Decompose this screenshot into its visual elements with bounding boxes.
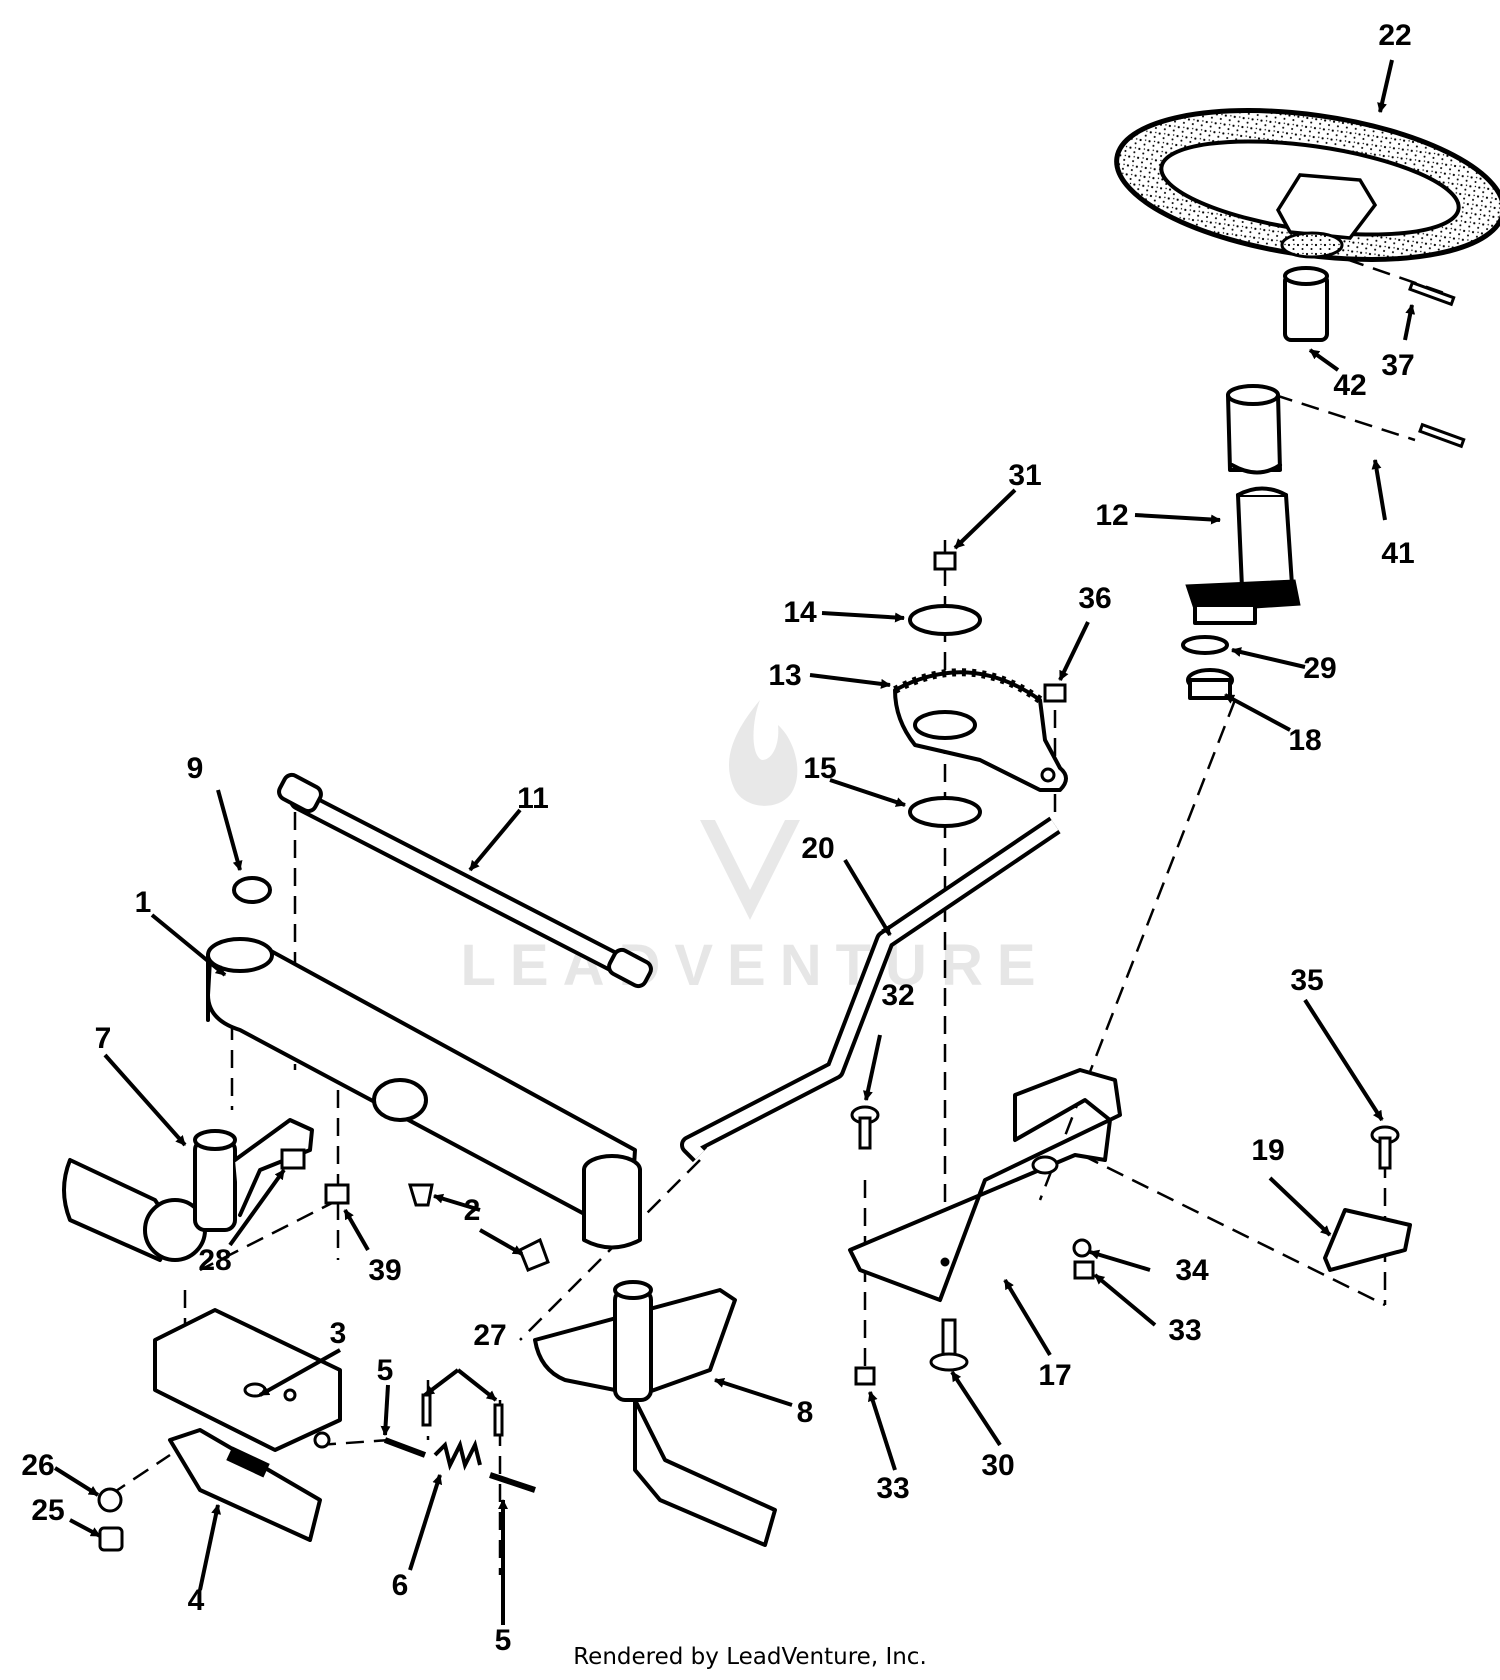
cotter-pin-27a: [421, 1393, 432, 1427]
bushing-18: [1186, 668, 1234, 700]
washer-26: [97, 1487, 123, 1513]
roll-pin-37: [1408, 280, 1456, 307]
callout-22: 22: [1378, 19, 1411, 52]
nut-31: [933, 551, 957, 571]
callout-26: 26: [21, 1449, 54, 1482]
callout-25: 25: [31, 1494, 64, 1527]
callout-14: 14: [783, 596, 817, 629]
callout-13: 13: [768, 659, 801, 692]
bracket-19: [1323, 1208, 1412, 1272]
grease-fitting-1: [407, 1183, 434, 1207]
steering-adapter: [1283, 266, 1329, 342]
callout-19: 19: [1251, 1134, 1284, 1167]
render-credit: Rendered by LeadVenture, Inc.: [573, 1644, 927, 1670]
callout-3: 3: [330, 1317, 347, 1350]
callout-7: 7: [95, 1022, 112, 1055]
roll-pin-41: [1418, 422, 1466, 449]
callout-36: 36: [1078, 582, 1111, 615]
spindle-left: [62, 1118, 314, 1262]
callout-28: 28: [198, 1244, 231, 1277]
callout-41: 41: [1381, 537, 1414, 570]
bolt-30: [929, 1318, 969, 1372]
grease-fitting-2: [518, 1237, 550, 1272]
nut-28: [280, 1148, 306, 1170]
callout-31: 31: [1008, 459, 1041, 492]
callout-30: 30: [981, 1449, 1014, 1482]
steering-shaft: [1185, 384, 1301, 625]
callout-5-upper: 5: [377, 1354, 394, 1387]
callout-18: 18: [1288, 724, 1321, 757]
drag-link: [680, 816, 1061, 1163]
steering-sector-gear: [893, 668, 1068, 792]
callout-29: 29: [1303, 652, 1336, 685]
pivot-bracket: [168, 1428, 322, 1542]
callout-5-lower: 5: [495, 1624, 512, 1657]
steering-wheel: [1114, 108, 1500, 262]
callout-35: 35: [1290, 964, 1323, 997]
axle-bracket: [153, 1308, 342, 1452]
callout-39: 39: [368, 1254, 401, 1287]
tie-rod: [277, 772, 653, 989]
callout-20: 20: [801, 832, 834, 865]
callout-8: 8: [797, 1396, 814, 1429]
bolt-25: [98, 1526, 124, 1552]
callout-33-right: 33: [1168, 1314, 1201, 1347]
callout-27: 27: [473, 1319, 506, 1352]
callout-6: 6: [392, 1569, 409, 1602]
callout-2: 2: [464, 1194, 481, 1227]
spindle-right: [533, 1280, 777, 1547]
pin-5-lower: [489, 1472, 536, 1493]
nut-33-right: [1073, 1260, 1095, 1280]
spring-6: [433, 1439, 482, 1471]
washer-34: [1072, 1238, 1092, 1258]
callouts: 22 37 42 41 12 31 14 36 13 29 18 15 9 11…: [21, 19, 1414, 1657]
callout-34: 34: [1175, 1254, 1209, 1287]
support-bracket: [848, 1068, 1122, 1302]
washer-15: [908, 796, 982, 828]
watermark-v-icon: [700, 820, 800, 920]
cotter-pin-27b: [493, 1403, 504, 1437]
callout-9: 9: [187, 752, 204, 785]
nut-33-lower: [854, 1366, 876, 1386]
callout-4: 4: [188, 1584, 205, 1617]
callout-15: 15: [803, 752, 836, 785]
callout-42: 42: [1333, 369, 1366, 402]
bushing-9: [232, 876, 272, 904]
watermark-flame-icon: [729, 700, 798, 806]
bolt-35: [1370, 1125, 1400, 1170]
front-axle: [206, 937, 642, 1250]
callout-17: 17: [1038, 1359, 1071, 1392]
watermark-text: LEADVENTURE: [460, 933, 1049, 998]
callout-11: 11: [517, 782, 549, 815]
leader-lines: [53, 59, 1416, 1625]
callout-33-lower: 33: [876, 1472, 909, 1505]
callout-37: 37: [1381, 349, 1414, 382]
nut-36: [1043, 683, 1067, 703]
callout-12: 12: [1095, 499, 1128, 532]
washer-29: [1181, 635, 1229, 655]
bolt-32: [850, 1105, 880, 1150]
callout-32: 32: [881, 979, 914, 1012]
pin-5-upper: [383, 1437, 427, 1458]
washer-14: [908, 604, 982, 636]
nut-39: [324, 1183, 350, 1205]
callout-1: 1: [135, 886, 152, 919]
